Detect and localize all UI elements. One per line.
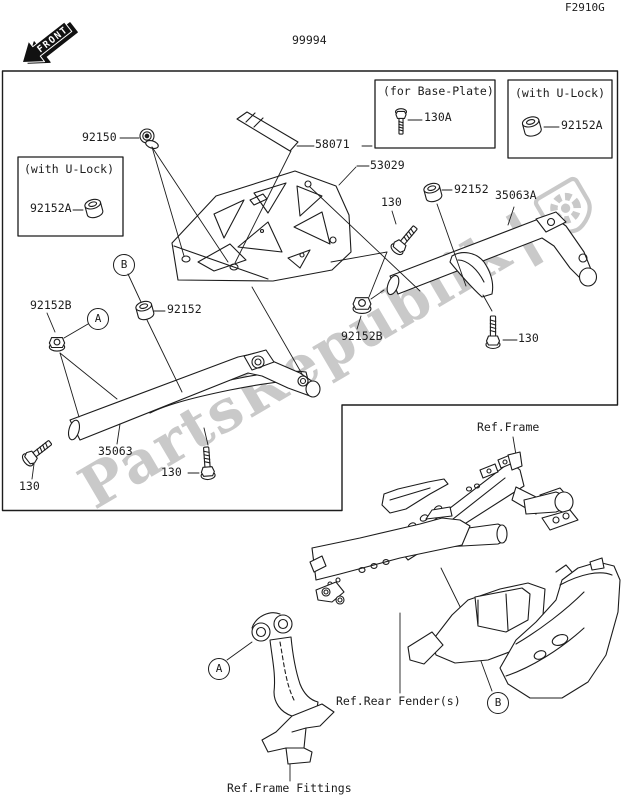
part-label-92150: 92150 bbox=[82, 130, 117, 144]
watermark-gear-icon bbox=[534, 176, 593, 234]
rear-fender-drawing bbox=[408, 558, 620, 698]
bracket-right-35063A bbox=[385, 212, 597, 297]
part-label-130-bottom-left: 130 bbox=[19, 479, 40, 493]
inset-box-base-plate bbox=[375, 80, 495, 148]
part-label-92152-top: 92152 bbox=[454, 182, 489, 196]
inset-title-base-plate: (for Base-Plate) bbox=[383, 84, 494, 98]
leader-lines bbox=[32, 120, 559, 781]
inset-box-ulock-left bbox=[18, 157, 123, 236]
bushing-92152-top-icon bbox=[422, 181, 444, 204]
trim-strip-58071 bbox=[237, 112, 298, 151]
bushing-92152A-left-icon bbox=[83, 197, 105, 220]
part-label-130A: 130A bbox=[424, 110, 452, 124]
part-label-92152B-left: 92152B bbox=[30, 298, 72, 312]
main-border bbox=[3, 71, 618, 511]
screw-92150-icon bbox=[140, 129, 159, 150]
part-label-92152-mid: 92152 bbox=[167, 302, 202, 316]
bolt-130-top-icon bbox=[388, 222, 422, 258]
nut-92152B-right-icon bbox=[352, 297, 372, 315]
callout-circle-b-upper: B bbox=[113, 254, 135, 276]
ref-label-frame-fittings: Ref.Frame Fittings bbox=[227, 781, 352, 795]
front-arrow-icon: FRONT bbox=[14, 14, 81, 76]
bushing-92152-mid-icon bbox=[134, 299, 156, 322]
part-label-35063: 35063 bbox=[98, 444, 133, 458]
figure-code: F2910G bbox=[565, 1, 605, 14]
ref-frame-drawing bbox=[310, 452, 578, 604]
callout-circle-b-lower: B bbox=[487, 692, 509, 714]
part-label-99994: 99994 bbox=[292, 33, 327, 47]
part-label-130-top: 130 bbox=[381, 195, 402, 209]
bolt-130-bottom-left-icon bbox=[19, 436, 56, 469]
carrier-plate-53029 bbox=[172, 171, 351, 281]
part-label-58071: 58071 bbox=[315, 137, 350, 151]
part-label-92152A-left: 92152A bbox=[30, 201, 72, 215]
part-label-130-bottom-mid: 130 bbox=[161, 465, 182, 479]
bushing-92152A-right-icon bbox=[520, 114, 544, 139]
callout-circle-a-lower: A bbox=[208, 658, 230, 680]
bolt-130-bottom-mid-icon bbox=[198, 446, 216, 481]
ref-label-rear-fender: Ref.Rear Fender(s) bbox=[336, 694, 461, 708]
part-label-130-right: 130 bbox=[518, 331, 539, 345]
watermark: PartsRepublik| bbox=[67, 166, 608, 522]
ref-label-frame: Ref.Frame bbox=[477, 420, 540, 434]
inset-box-ulock-right bbox=[508, 80, 612, 158]
part-label-92152A-right: 92152A bbox=[561, 118, 603, 132]
bracket-left-35063 bbox=[67, 350, 320, 441]
callout-circle-a-upper: A bbox=[87, 308, 109, 330]
bolt-130A-inset-icon bbox=[395, 108, 407, 135]
part-label-53029: 53029 bbox=[370, 158, 405, 172]
inset-title-ulock-left: (with U-Lock) bbox=[24, 162, 115, 176]
inset-title-ulock-right: (with U-Lock) bbox=[515, 86, 606, 100]
frame-fitting-drawing bbox=[252, 613, 334, 764]
bolt-130-right-icon bbox=[485, 315, 501, 350]
part-label-35063A: 35063A bbox=[495, 188, 537, 202]
nut-92152B-left-icon bbox=[48, 337, 66, 352]
part-label-92152B-right: 92152B bbox=[341, 329, 383, 343]
